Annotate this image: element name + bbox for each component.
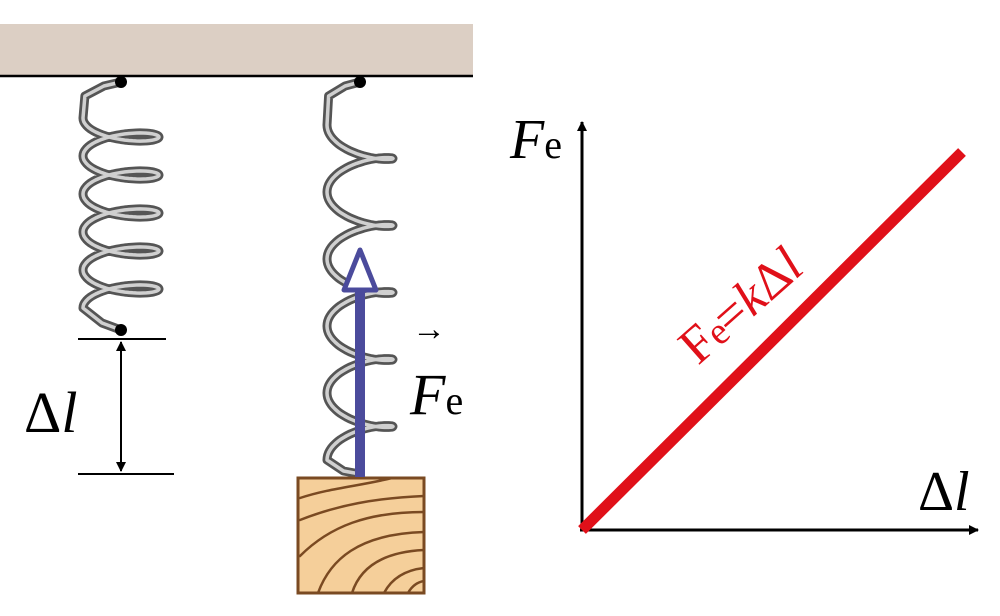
- spring-coil-highlight: [325, 80, 395, 476]
- elastic-force-arrow-head: [341, 247, 379, 293]
- y-axis-label: Fe: [509, 109, 562, 171]
- proportionality-line: [578, 148, 966, 534]
- hooke-law-label: Fe=kΔl: [668, 237, 814, 375]
- graph-plot: [578, 148, 966, 534]
- spring-stretched: [322, 77, 398, 479]
- delta-l-label-left: Δl: [24, 380, 77, 445]
- spring-coil-highlight: [81, 80, 161, 332]
- spring-left-bottom-end: [115, 324, 127, 336]
- spring-unloaded: [78, 77, 164, 335]
- spring-left-top-anchor: [115, 76, 127, 88]
- spring-right-top-anchor: [354, 76, 366, 88]
- force-vector-arrow-symbol: →: [412, 311, 446, 348]
- ceiling: [0, 24, 473, 76]
- x-axis-label: Δl: [918, 461, 970, 523]
- force-vector-label: Fe: [409, 362, 463, 427]
- wooden-block: [296, 476, 426, 595]
